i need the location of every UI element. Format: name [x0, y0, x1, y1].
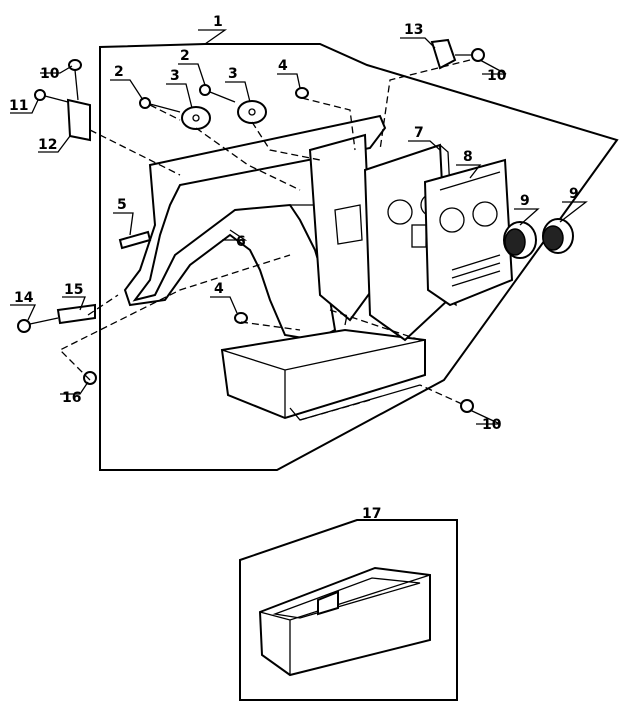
fastener-lower	[234, 312, 248, 324]
dial-knob-right	[542, 218, 574, 254]
callout-15: 15	[64, 282, 83, 298]
left-bracket	[34, 59, 91, 142]
callout-4-lower: 4	[214, 281, 224, 297]
accessory-tray	[258, 566, 431, 677]
screw-right	[199, 84, 236, 103]
cam-right	[237, 100, 267, 124]
callout-3-right: 3	[228, 66, 238, 82]
alignment-lines	[58, 59, 471, 421]
panel-8	[423, 158, 514, 307]
lower-left-parts	[17, 303, 97, 385]
fastener-upper	[295, 87, 309, 99]
callout-16: 16	[62, 390, 81, 406]
panel-7-hole-1	[387, 199, 413, 225]
screw-left	[139, 97, 181, 113]
callout-2-left: 2	[114, 64, 124, 80]
callout-6: 6	[236, 234, 246, 250]
lower-right-screw	[460, 399, 474, 413]
panel-8-marks	[439, 171, 501, 287]
bracket-5	[118, 230, 152, 250]
leader-lines	[10, 29, 588, 521]
callout-2-right: 2	[180, 48, 190, 64]
callout-10-top-left: 10	[40, 66, 60, 82]
callout-4-upper: 4	[278, 58, 288, 74]
bed-base	[220, 328, 426, 420]
bed-base-top	[221, 339, 426, 418]
callout-12: 12	[38, 137, 57, 153]
callout-5: 5	[117, 197, 127, 213]
callout-14: 14	[14, 290, 34, 306]
upper-right-bracket	[430, 38, 485, 70]
rear-plate-cutout	[334, 204, 363, 245]
panel-8-dial-1	[439, 207, 465, 233]
callout-8: 8	[463, 149, 473, 165]
callout-10-top-right: 10	[487, 68, 507, 84]
callout-1: 1	[213, 14, 223, 30]
main-assembly-boundary	[99, 43, 619, 471]
callout-9-left: 9	[520, 193, 530, 209]
callout-7: 7	[414, 125, 424, 141]
callout-17: 17	[362, 506, 381, 522]
tray-group-boundary	[239, 519, 458, 701]
callout-9-right: 9	[569, 186, 579, 202]
callout-10-lower-right: 10	[482, 417, 502, 433]
callout-11: 11	[9, 98, 28, 114]
callout-13: 13	[404, 22, 423, 38]
dial-knob-left	[503, 221, 537, 259]
callout-3-left: 3	[170, 68, 180, 84]
rear-plate	[308, 133, 374, 322]
panel-8-dial-2	[472, 201, 498, 227]
cam-left	[181, 106, 211, 130]
